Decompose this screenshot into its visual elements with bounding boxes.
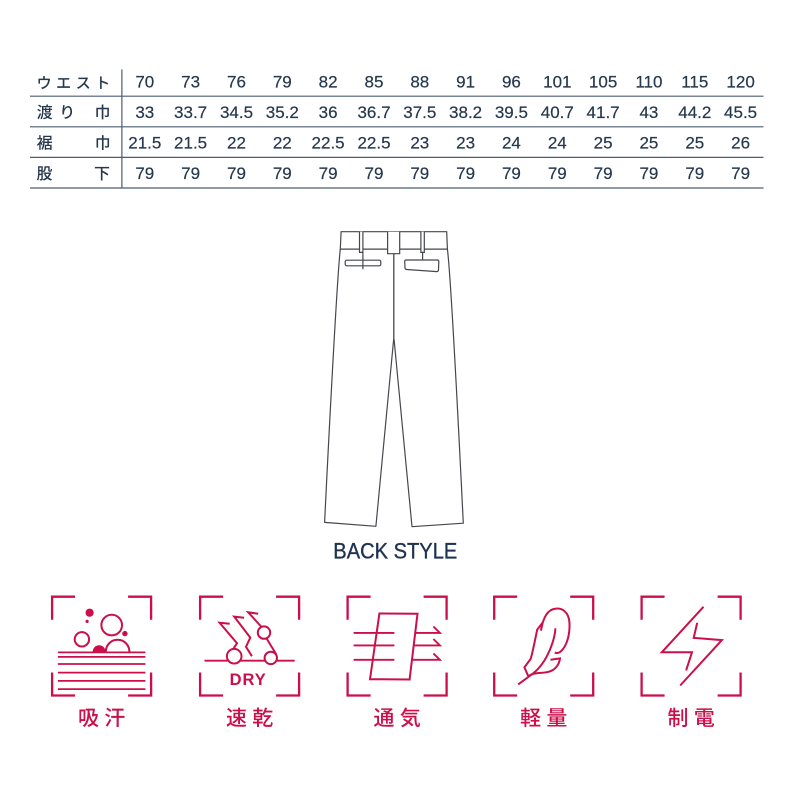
svg-text:22: 22 — [227, 133, 246, 152]
svg-text:79: 79 — [410, 164, 429, 183]
svg-text:79: 79 — [594, 164, 613, 183]
svg-text:38.2: 38.2 — [449, 103, 482, 122]
svg-text:22.5: 22.5 — [312, 133, 345, 152]
svg-text:45.5: 45.5 — [724, 103, 757, 122]
svg-text:85: 85 — [365, 72, 384, 91]
svg-text:34.5: 34.5 — [220, 103, 253, 122]
svg-text:24: 24 — [502, 133, 521, 152]
svg-text:24: 24 — [548, 133, 567, 152]
svg-text:25: 25 — [594, 133, 613, 152]
svg-text:79: 79 — [548, 164, 567, 183]
svg-text:36: 36 — [319, 103, 338, 122]
svg-text:110: 110 — [635, 72, 662, 91]
svg-text:23: 23 — [410, 133, 429, 152]
svg-text:76: 76 — [227, 72, 246, 91]
svg-text:82: 82 — [319, 72, 338, 91]
svg-text:115: 115 — [681, 72, 708, 91]
svg-text:79: 79 — [685, 164, 704, 183]
svg-text:79: 79 — [365, 164, 384, 183]
svg-text:120: 120 — [726, 72, 754, 91]
svg-text:43: 43 — [639, 103, 658, 122]
svg-text:105: 105 — [589, 72, 617, 91]
svg-text:21.5: 21.5 — [174, 133, 207, 152]
svg-text:22: 22 — [273, 133, 292, 152]
svg-text:39.5: 39.5 — [495, 103, 528, 122]
svg-text:79: 79 — [273, 72, 292, 91]
svg-text:101: 101 — [543, 72, 571, 91]
svg-text:79: 79 — [319, 164, 338, 183]
svg-text:79: 79 — [502, 164, 521, 183]
svg-text:25: 25 — [639, 133, 658, 152]
svg-text:36.7: 36.7 — [357, 103, 390, 122]
svg-text:79: 79 — [273, 164, 292, 183]
svg-text:21.5: 21.5 — [128, 133, 161, 152]
svg-text:79: 79 — [135, 164, 154, 183]
svg-text:37.5: 37.5 — [403, 103, 436, 122]
svg-text:22.5: 22.5 — [357, 133, 390, 152]
svg-text:35.2: 35.2 — [266, 103, 299, 122]
svg-text:26: 26 — [731, 133, 750, 152]
svg-text:79: 79 — [639, 164, 658, 183]
svg-text:23: 23 — [456, 133, 475, 152]
svg-text:79: 79 — [731, 164, 750, 183]
svg-text:44.2: 44.2 — [678, 103, 711, 122]
svg-text:33.7: 33.7 — [174, 103, 207, 122]
svg-text:41.7: 41.7 — [587, 103, 620, 122]
svg-text:25: 25 — [685, 133, 704, 152]
svg-text:40.7: 40.7 — [541, 103, 574, 122]
svg-text:79: 79 — [181, 164, 200, 183]
svg-text:91: 91 — [456, 72, 475, 91]
svg-text:70: 70 — [135, 72, 154, 91]
svg-text:33: 33 — [135, 103, 154, 122]
svg-text:BACK STYLE: BACK STYLE — [333, 539, 457, 564]
svg-text:88: 88 — [410, 72, 429, 91]
svg-text:96: 96 — [502, 72, 521, 91]
svg-text:79: 79 — [227, 164, 246, 183]
svg-text:73: 73 — [181, 72, 200, 91]
svg-text:79: 79 — [456, 164, 475, 183]
svg-text:DRY: DRY — [230, 671, 267, 689]
